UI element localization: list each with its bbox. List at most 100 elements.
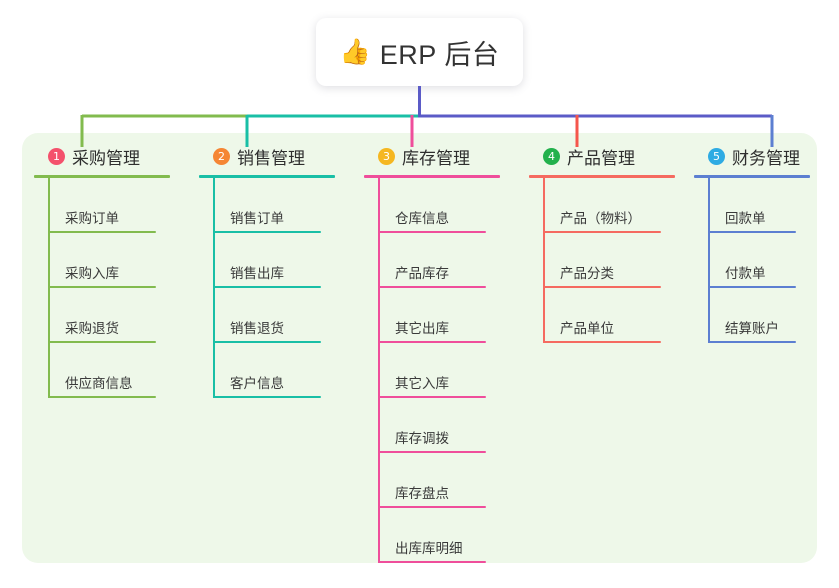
leaf-node[interactable]: 产品（物料） <box>543 178 689 233</box>
branch-underline-3 <box>364 175 500 178</box>
branch-title-5: 财务管理 <box>732 148 800 168</box>
leaf-node[interactable]: 结算账户 <box>708 288 824 343</box>
leaf-node[interactable]: 销售订单 <box>213 178 349 233</box>
leaf-label: 产品分类 <box>560 266 614 281</box>
leaf-list-2: 销售订单销售出库销售退货客户信息 <box>199 178 349 398</box>
branch-badge-2: 2 <box>213 147 230 165</box>
leaf-label: 付款单 <box>725 266 766 281</box>
branch-header-2[interactable]: 2 销售管理 <box>199 144 349 168</box>
leaf-label: 采购订单 <box>65 211 119 226</box>
branch-header-3[interactable]: 3 库存管理 <box>364 144 514 168</box>
leaf-node[interactable]: 库存盘点 <box>378 453 514 508</box>
leaf-underline <box>213 396 321 398</box>
leaf-node[interactable]: 供应商信息 <box>48 343 184 398</box>
leaf-label: 销售订单 <box>230 211 284 226</box>
leaf-underline <box>378 506 486 508</box>
leaf-label: 产品（物料） <box>560 211 641 226</box>
leaf-label: 供应商信息 <box>65 376 133 391</box>
branch-badge-3: 3 <box>378 147 395 165</box>
branch-column-3: 3 库存管理仓库信息产品库存其它出库其它入库库存调拨库存盘点出库库明细 <box>364 144 514 563</box>
branch-spine-3 <box>378 178 380 563</box>
branch-header-5[interactable]: 5 财务管理 <box>694 144 824 168</box>
leaf-label: 产品库存 <box>395 266 449 281</box>
leaf-label: 采购退货 <box>65 321 119 336</box>
branch-badge-1: 1 <box>48 147 65 165</box>
leaf-node[interactable]: 回款单 <box>708 178 824 233</box>
branch-underline-2 <box>199 175 335 178</box>
branch-title-2: 销售管理 <box>237 148 305 168</box>
branch-badge-5: 5 <box>708 147 725 165</box>
leaf-label: 产品单位 <box>560 321 614 336</box>
leaf-node[interactable]: 销售出库 <box>213 233 349 288</box>
branch-spine-2 <box>213 178 215 398</box>
branch-spine-5 <box>708 178 710 343</box>
leaf-label: 出库库明细 <box>395 541 463 556</box>
leaf-node[interactable]: 采购订单 <box>48 178 184 233</box>
leaf-node[interactable]: 客户信息 <box>213 343 349 398</box>
leaf-underline <box>213 286 321 288</box>
leaf-node[interactable]: 产品分类 <box>543 233 689 288</box>
branch-underline-4 <box>529 175 675 178</box>
leaf-label: 销售出库 <box>230 266 284 281</box>
leaf-underline <box>378 396 486 398</box>
branch-title-3: 库存管理 <box>402 148 470 168</box>
leaf-node[interactable]: 其它出库 <box>378 288 514 343</box>
leaf-label: 库存调拨 <box>395 431 449 446</box>
branch-header-1[interactable]: 1 采购管理 <box>34 144 184 168</box>
leaf-underline <box>48 286 156 288</box>
branch-column-4: 4 产品管理产品（物料） 产品分类产品单位 <box>529 144 689 343</box>
branch-title-4: 产品管理 <box>567 148 635 168</box>
leaf-underline <box>378 286 486 288</box>
leaf-label: 库存盘点 <box>395 486 449 501</box>
branch-column-2: 2 销售管理销售订单销售出库销售退货客户信息 <box>199 144 349 398</box>
leaf-label: 其它入库 <box>395 376 449 391</box>
root-node-card[interactable]: 👍 ERP 后台 <box>316 18 523 86</box>
leaf-node[interactable]: 产品单位 <box>543 288 689 343</box>
leaf-underline <box>213 341 321 343</box>
leaf-node[interactable]: 采购入库 <box>48 233 184 288</box>
leaf-node[interactable]: 库存调拨 <box>378 398 514 453</box>
leaf-underline <box>543 341 661 343</box>
branch-title-1: 采购管理 <box>72 148 140 168</box>
leaf-label: 回款单 <box>725 211 766 226</box>
leaf-list-3: 仓库信息产品库存其它出库其它入库库存调拨库存盘点出库库明细 <box>364 178 514 563</box>
leaf-label: 其它出库 <box>395 321 449 336</box>
thumbs-up-emoji: 👍 <box>339 37 371 66</box>
leaf-label: 结算账户 <box>725 321 779 336</box>
leaf-label: 客户信息 <box>230 376 284 391</box>
leaf-underline <box>708 286 796 288</box>
leaf-node[interactable]: 付款单 <box>708 233 824 288</box>
leaf-underline <box>48 396 156 398</box>
leaf-list-1: 采购订单采购入库采购退货供应商信息 <box>34 178 184 398</box>
leaf-underline <box>378 341 486 343</box>
leaf-label: 仓库信息 <box>395 211 449 226</box>
branch-column-1: 1 采购管理采购订单采购入库采购退货供应商信息 <box>34 144 184 398</box>
leaf-label: 销售退货 <box>230 321 284 336</box>
leaf-node[interactable]: 其它入库 <box>378 343 514 398</box>
leaf-underline <box>543 231 661 233</box>
branch-underline-1 <box>34 175 170 178</box>
branch-badge-4: 4 <box>543 147 560 165</box>
branch-header-4[interactable]: 4 产品管理 <box>529 144 689 168</box>
branch-underline-5 <box>694 175 810 178</box>
leaf-underline <box>378 231 486 233</box>
leaf-node[interactable]: 销售退货 <box>213 288 349 343</box>
leaf-label: 采购入库 <box>65 266 119 281</box>
leaf-list-5: 回款单付款单结算账户 <box>694 178 824 343</box>
root-title: ERP 后台 <box>379 39 500 70</box>
leaf-node[interactable]: 仓库信息 <box>378 178 514 233</box>
leaf-underline <box>48 231 156 233</box>
leaf-node[interactable]: 采购退货 <box>48 288 184 343</box>
leaf-node[interactable]: 出库库明细 <box>378 508 514 563</box>
leaf-underline <box>213 231 321 233</box>
branch-column-5: 5 财务管理回款单付款单结算账户 <box>694 144 824 343</box>
leaf-underline <box>708 341 796 343</box>
content-panel <box>22 133 817 563</box>
leaf-underline <box>543 286 661 288</box>
leaf-underline <box>378 451 486 453</box>
leaf-underline <box>708 231 796 233</box>
branch-spine-1 <box>48 178 50 398</box>
leaf-list-4: 产品（物料） 产品分类产品单位 <box>529 178 689 343</box>
leaf-node[interactable]: 产品库存 <box>378 233 514 288</box>
